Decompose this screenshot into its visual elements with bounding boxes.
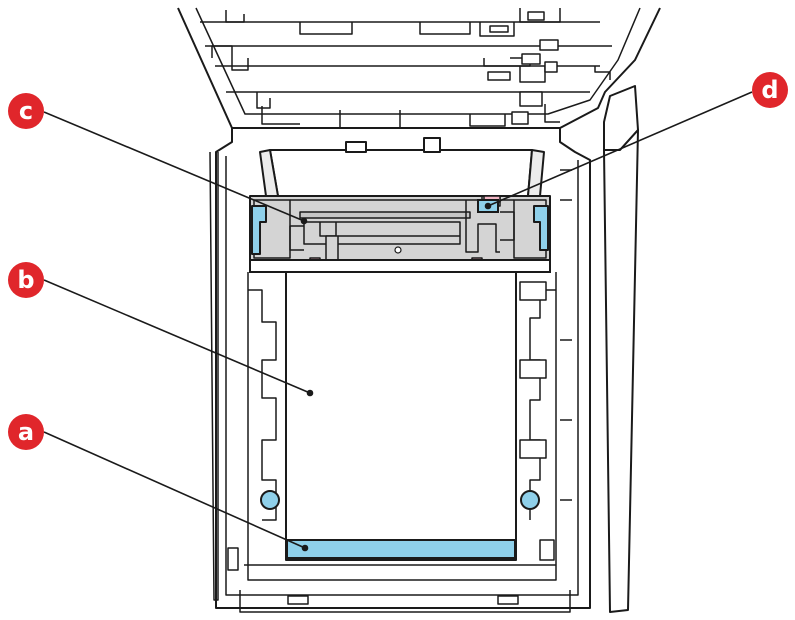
fuser-top-housing <box>259 137 545 197</box>
fuser-assembly <box>249 195 551 267</box>
callout-b-letter: b <box>17 266 34 294</box>
belt-lock-left[interactable] <box>260 490 280 510</box>
callout-a-letter: a <box>18 418 34 446</box>
callout-a-badge <box>8 414 44 450</box>
callout-c-letter: c <box>19 97 33 125</box>
callout-d-badge <box>752 72 788 108</box>
leader-line-b <box>43 279 311 394</box>
callout-d-letter: d <box>761 76 778 104</box>
callout-d: d <box>752 72 788 108</box>
cover-side-panel <box>603 85 639 613</box>
leader-line-d <box>487 91 753 207</box>
belt-lock-right[interactable] <box>520 490 540 510</box>
callout-b: b <box>8 262 44 298</box>
belt-handle[interactable] <box>286 539 516 559</box>
leader-line-a <box>43 431 306 549</box>
belt-unit <box>285 271 517 561</box>
fuser-base-bar <box>249 259 551 273</box>
leader-lines <box>43 91 753 552</box>
top-cover <box>177 7 661 129</box>
callout-c-badge <box>8 93 44 129</box>
callout-c: c <box>8 93 44 129</box>
callout-b-badge <box>8 262 44 298</box>
callout-a: a <box>8 414 44 450</box>
leader-line-c <box>43 111 305 222</box>
